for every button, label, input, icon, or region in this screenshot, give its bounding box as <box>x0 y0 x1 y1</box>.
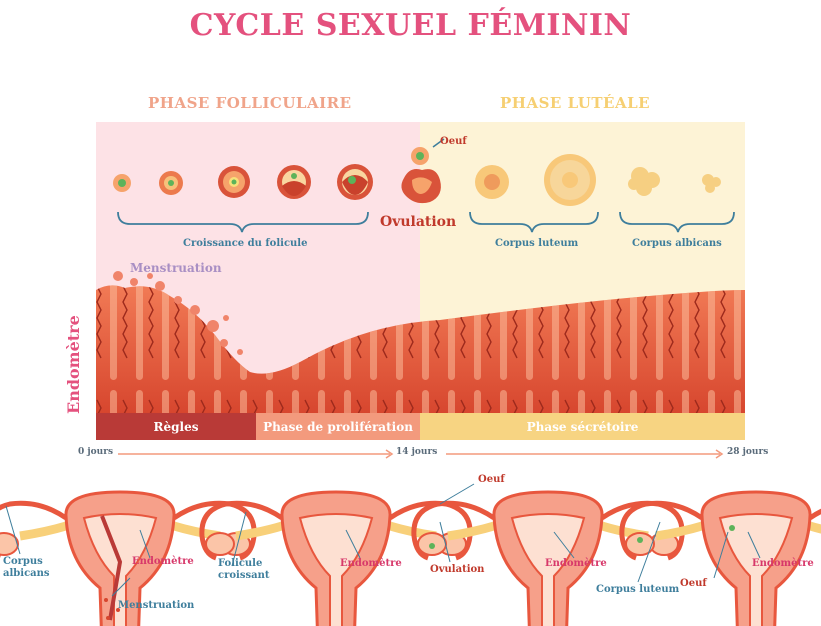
uterus1-left-label: Corpusalbicans <box>3 556 50 580</box>
uterus3-right-label: Endomètre <box>545 558 607 570</box>
follicle-4 <box>277 165 311 199</box>
follicle-5 <box>337 164 373 200</box>
day-28: 28 jours <box>727 447 768 457</box>
menstruation-label: Menstruation <box>130 261 222 275</box>
corpus-luteum-large <box>544 154 596 206</box>
bar-secretory: Phase sécrétoire <box>420 413 745 440</box>
uterus4-right-label: Endomètre <box>752 558 814 570</box>
uterus2-right-label: Endomètre <box>340 558 402 570</box>
follicle-3 <box>218 166 250 198</box>
uterus2-left-label: Foliculecroissant <box>218 558 269 582</box>
uterus3-top-label: Oeuf <box>478 474 505 486</box>
bar-proliferative: Phase de prolifération <box>256 413 420 440</box>
ovum <box>411 147 429 165</box>
follicle-1 <box>113 174 131 192</box>
uterus1-right-label: Endomètre <box>132 556 194 568</box>
uterus3-left-label: Ovulation <box>430 564 484 576</box>
corpus-albicans-label: Corpus albicans <box>632 238 722 249</box>
endometrium-label: Endomètre <box>60 310 90 420</box>
ovulation-label: Ovulation <box>380 214 456 230</box>
uterus1-bottom-label: Menstruation <box>118 600 194 612</box>
uterus4-left-label: Corpus luteum <box>596 584 679 596</box>
corpus-luteum-label: Corpus luteum <box>495 238 578 249</box>
corpus-luteum-small <box>475 165 509 199</box>
follicle-2 <box>159 171 183 195</box>
bar-menstrual: Règles <box>96 413 256 440</box>
follicle-growth-label: Croissance du folicule <box>183 238 307 249</box>
day-0: 0 jours <box>78 447 113 457</box>
uterus4-mid-label: Oeuf <box>680 578 707 590</box>
day-14: 14 jours <box>396 447 437 457</box>
ovum-label: Oeuf <box>440 136 467 147</box>
